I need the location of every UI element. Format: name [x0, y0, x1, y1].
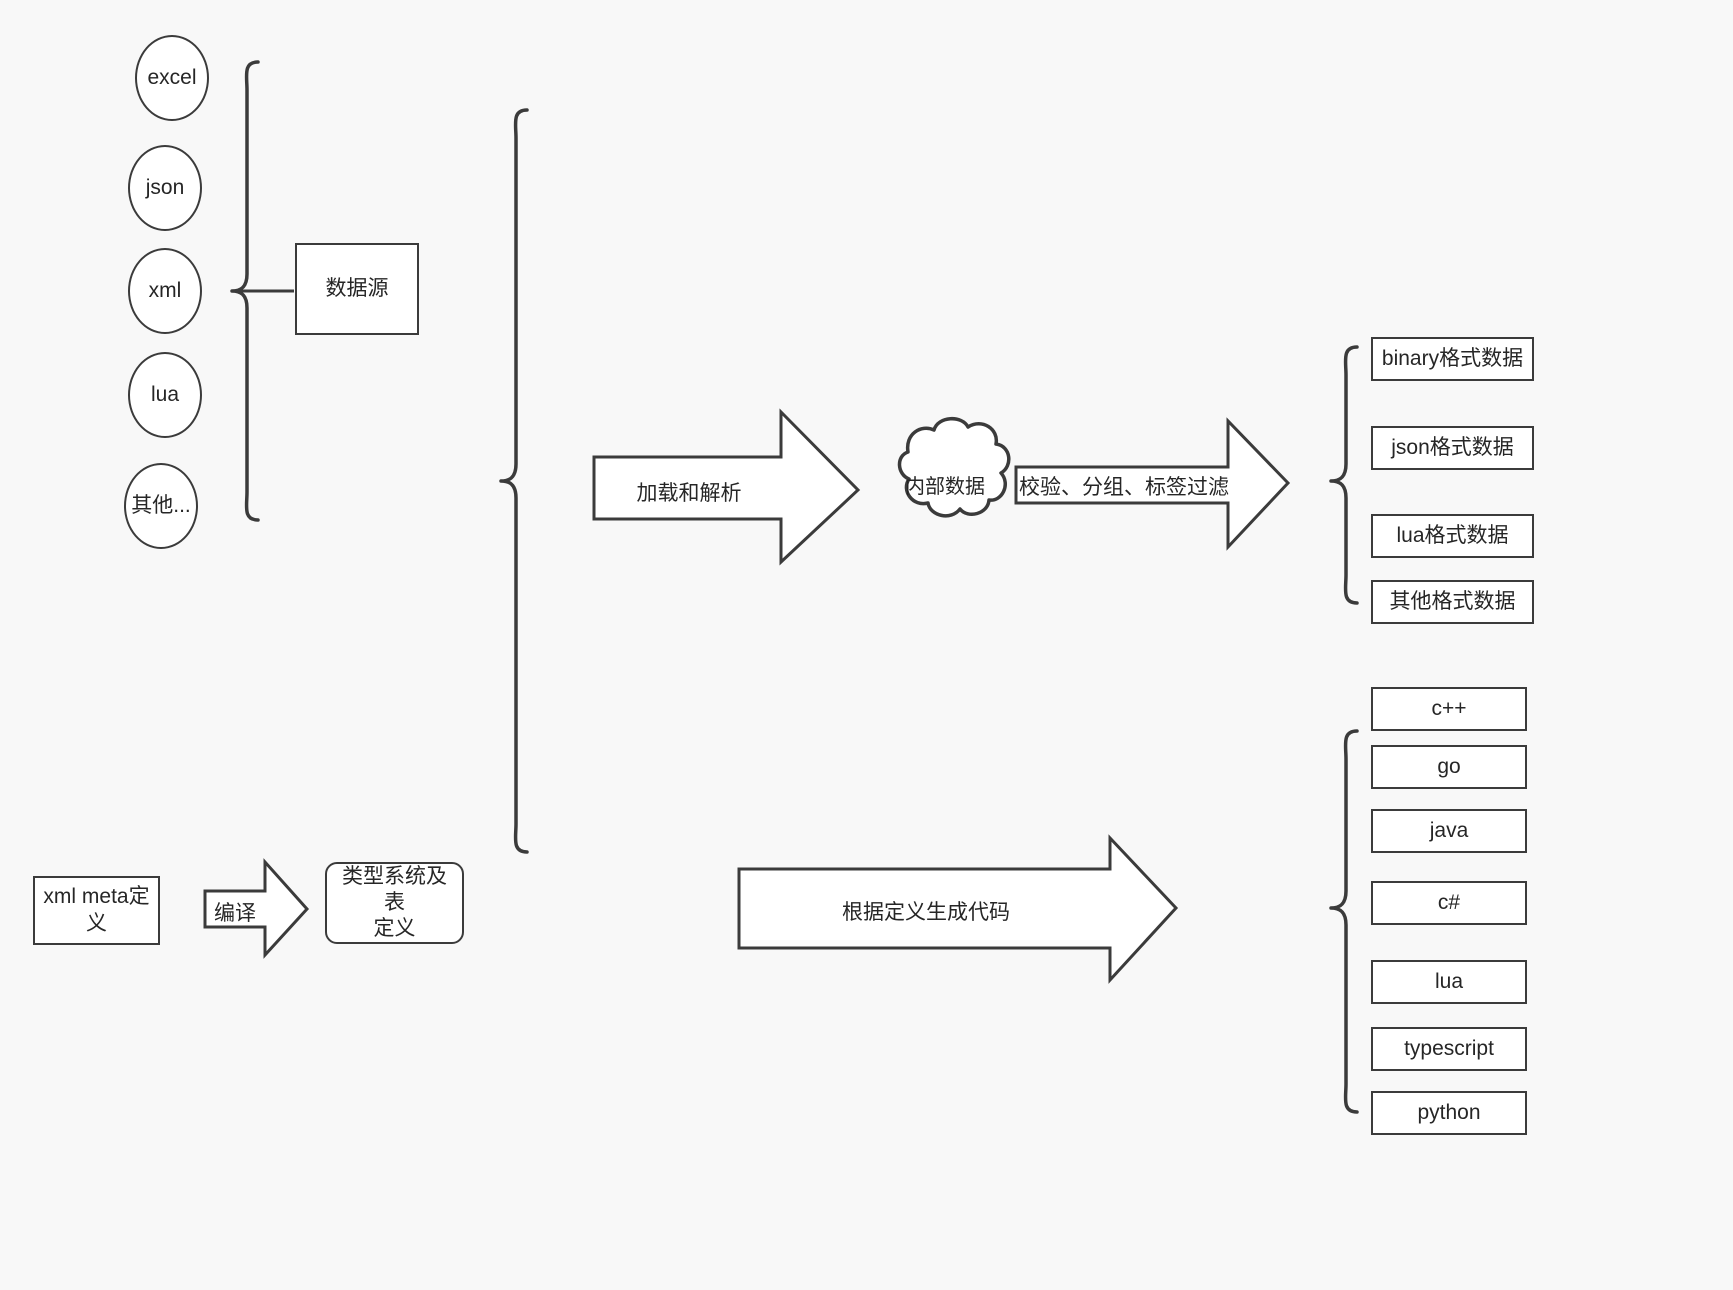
source-node-label: json — [145, 175, 185, 199]
data-source-group-box[interactable]: 数据源 — [295, 243, 419, 335]
source-node-label: lua — [150, 382, 180, 406]
output-language-label: lua — [1434, 969, 1464, 993]
output-language-go[interactable]: go — [1371, 745, 1527, 789]
xml-meta-definition-label: xml meta定义 — [43, 885, 150, 935]
arrow-validate-group-filter-label: 校验、分组、标签过滤 — [1018, 471, 1230, 501]
arrow-generate-code-label: 根据定义生成代码 — [741, 896, 1111, 926]
output-format-label: 其他格式数据 — [1389, 589, 1516, 613]
source-node-label: xml — [148, 278, 182, 302]
output-language-label: typescript — [1404, 1036, 1494, 1060]
output-format-lua[interactable]: lua格式数据 — [1371, 514, 1534, 558]
output-format-json[interactable]: json格式数据 — [1371, 426, 1534, 470]
source-node-json[interactable]: json — [128, 145, 202, 231]
output-language-csharp[interactable]: c# — [1371, 881, 1527, 925]
source-node-label: excel — [147, 65, 197, 89]
output-format-label: lua格式数据 — [1396, 523, 1509, 547]
cloud-internal-data-label: 内部数据 — [880, 470, 1010, 499]
data-source-group-label: 数据源 — [325, 276, 389, 300]
brace-pipeline-input — [499, 108, 529, 854]
arrow-load-parse-text: 加载和解析 — [636, 482, 742, 505]
type-system-label: 类型系统及表 定义 — [342, 864, 447, 941]
arrow-generate-code-text: 根据定义生成代码 — [842, 901, 1010, 924]
cloud-internal-data-text: 内部数据 — [905, 476, 985, 498]
output-language-label: c# — [1437, 890, 1461, 914]
output-language-label: c++ — [1431, 696, 1467, 720]
source-node-other[interactable]: 其他... — [124, 463, 198, 549]
source-node-excel[interactable]: excel — [135, 35, 209, 121]
source-node-lua[interactable]: lua — [128, 352, 202, 438]
output-language-java[interactable]: java — [1371, 809, 1527, 853]
arrow-load-parse-label: 加载和解析 — [594, 477, 784, 507]
type-system-box[interactable]: 类型系统及表 定义 — [325, 862, 464, 944]
arrow-validate-group-filter-text: 校验、分组、标签过滤 — [1019, 476, 1229, 499]
output-format-other[interactable]: 其他格式数据 — [1371, 580, 1534, 624]
xml-meta-definition-box[interactable]: xml meta定义 — [33, 876, 160, 945]
output-language-label: python — [1417, 1100, 1481, 1124]
output-language-python[interactable]: python — [1371, 1091, 1527, 1135]
output-format-label: json格式数据 — [1391, 435, 1514, 459]
arrow-compile-label: 编译 — [203, 897, 267, 927]
output-format-binary[interactable]: binary格式数据 — [1371, 337, 1534, 381]
source-node-xml[interactable]: xml — [128, 248, 202, 334]
output-language-typescript[interactable]: typescript — [1371, 1027, 1527, 1071]
output-language-lua[interactable]: lua — [1371, 960, 1527, 1004]
arrow-compile-text: 编译 — [214, 902, 256, 925]
source-node-label: 其他... — [131, 493, 191, 517]
output-format-label: binary格式数据 — [1381, 346, 1524, 370]
brace-data-sources — [230, 60, 260, 522]
output-language-cpp[interactable]: c++ — [1371, 687, 1527, 731]
output-language-label: java — [1429, 818, 1469, 842]
output-language-label: go — [1437, 754, 1461, 778]
brace-output-languages — [1329, 729, 1359, 1114]
cloud-internal-data — [897, 417, 1011, 518]
brace-output-formats — [1329, 345, 1359, 605]
